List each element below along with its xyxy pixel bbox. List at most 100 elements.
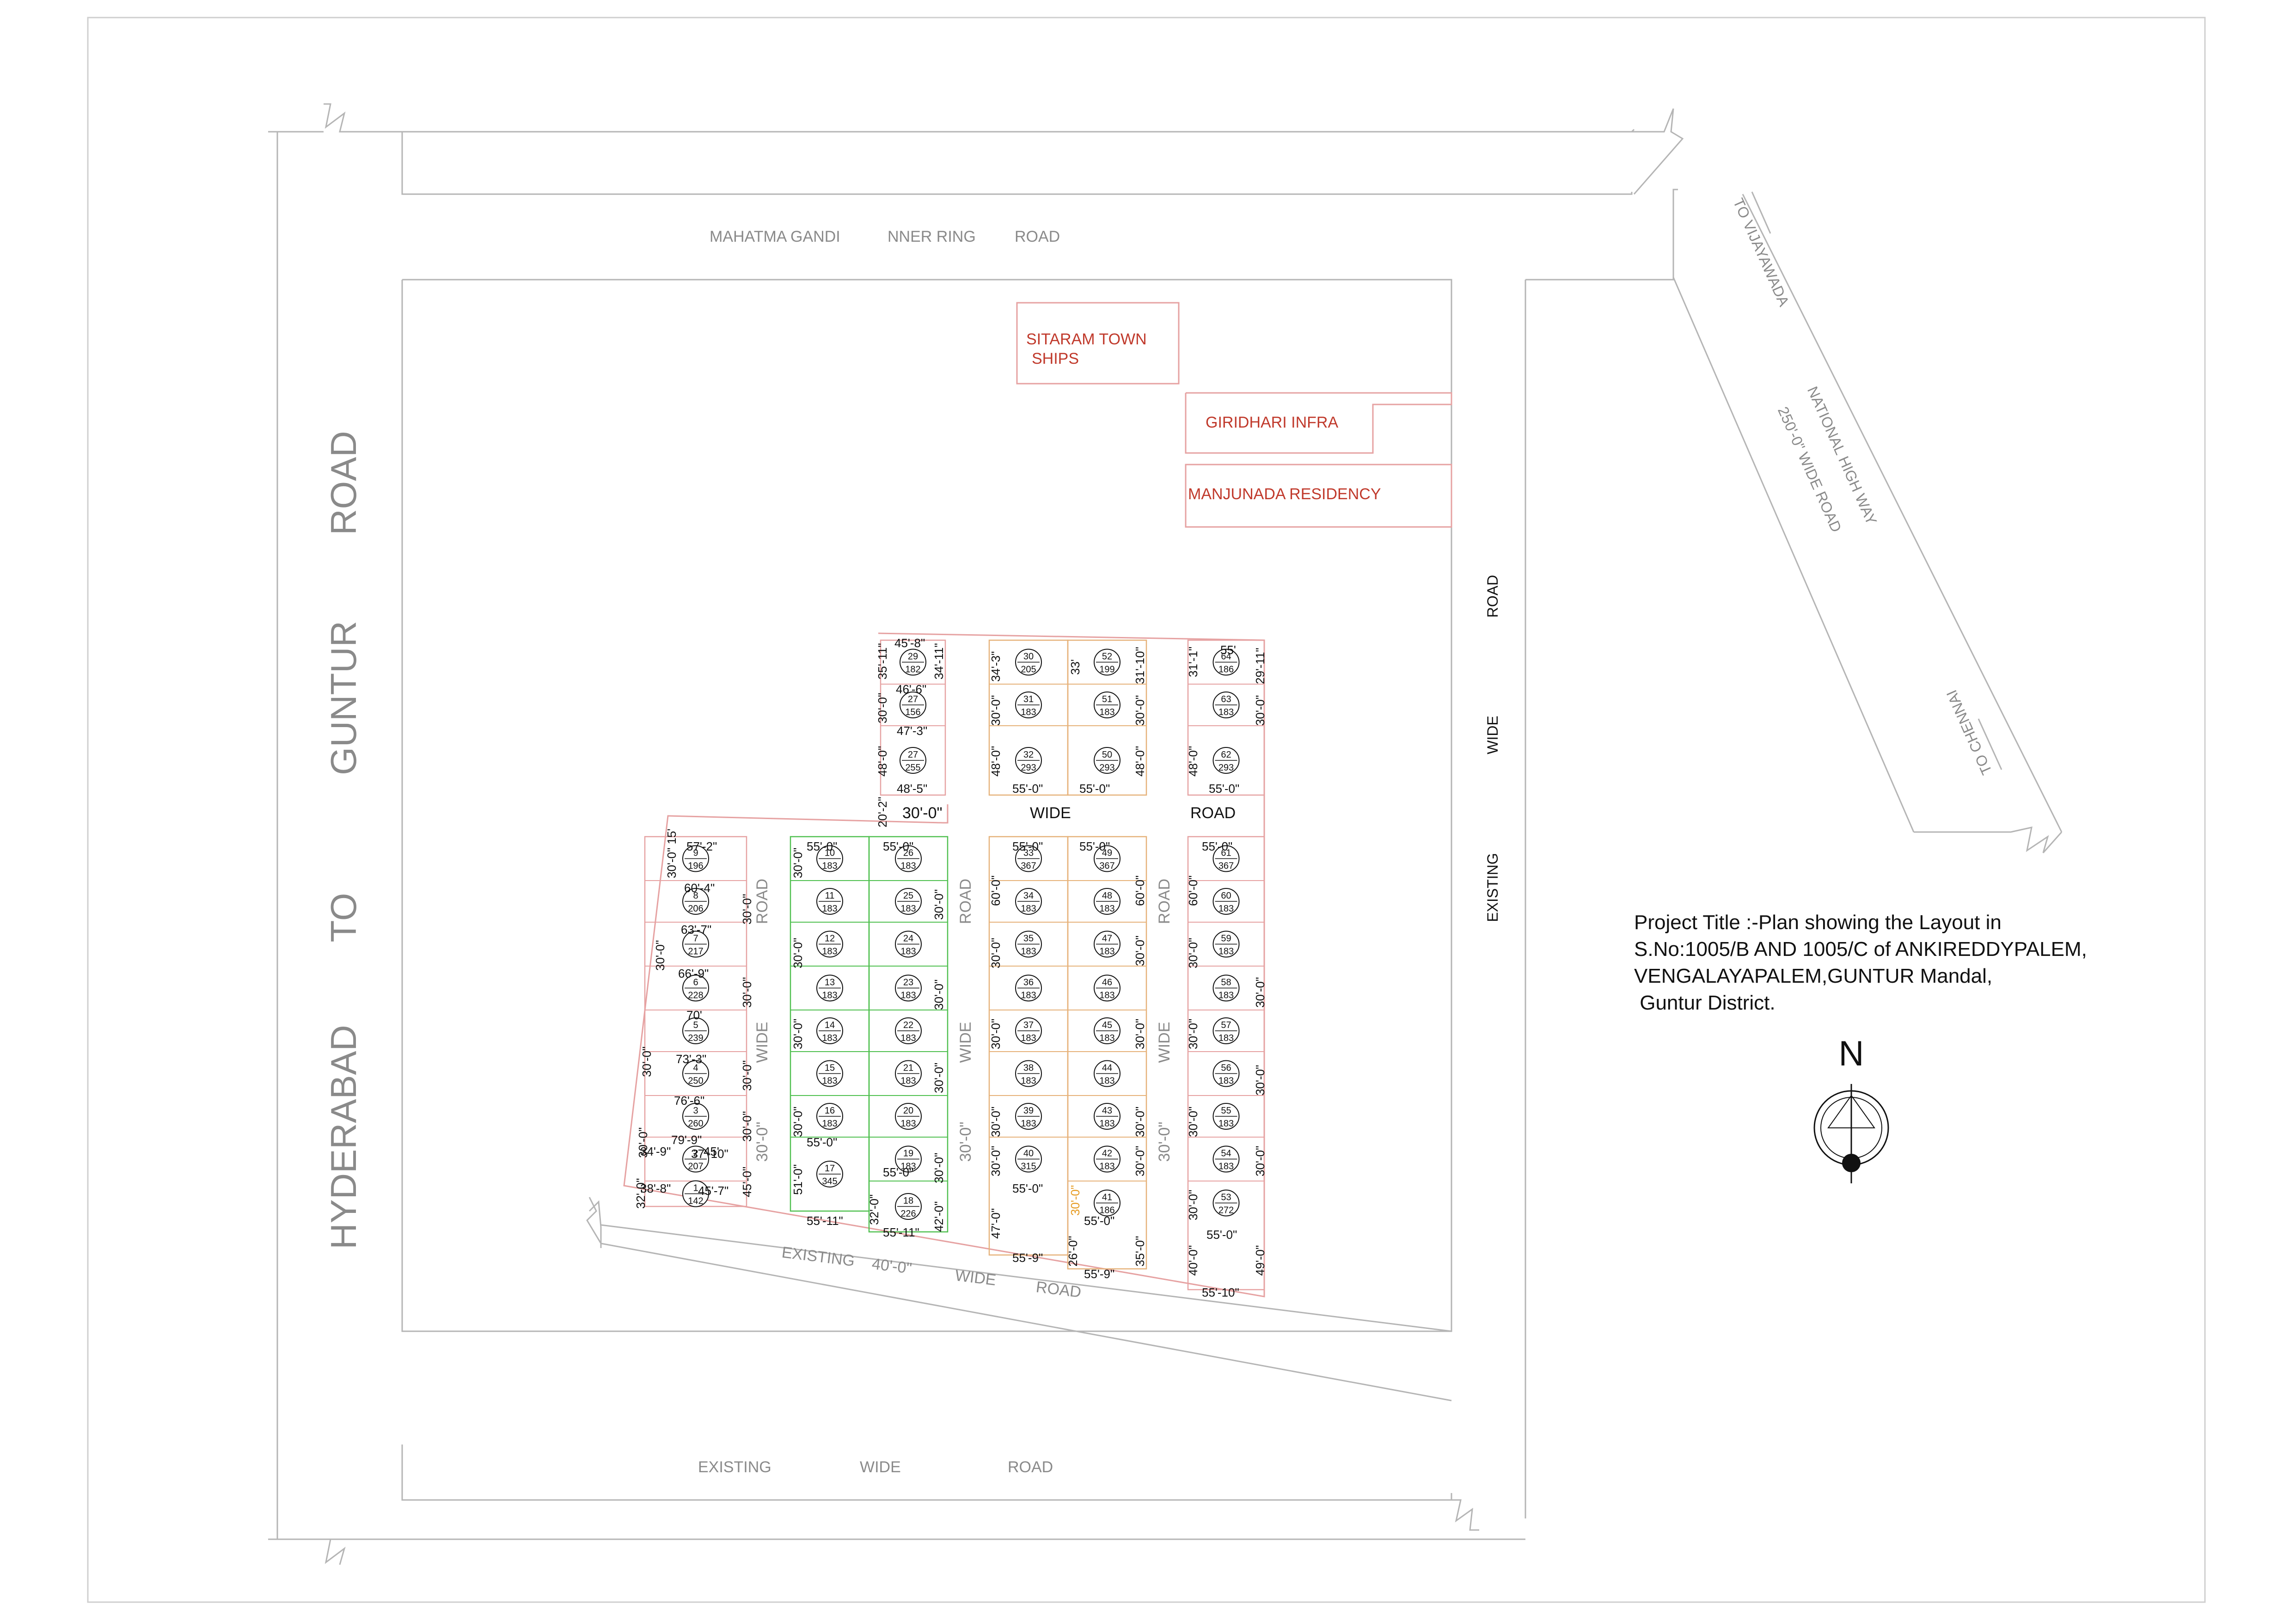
dimension-label: 30'-0"	[1186, 1019, 1200, 1049]
plot-area: 183	[1021, 991, 1036, 1001]
dimension-label: 73'-3"	[676, 1052, 706, 1066]
plot-blocks: 2918227156272553020531183322935219951183…	[644, 639, 1265, 1291]
plot-number: 20	[903, 1106, 913, 1116]
plot-area: 217	[688, 947, 703, 957]
plot-area: 183	[822, 991, 837, 1001]
dimension-label: 31'-1"	[1186, 647, 1200, 677]
road-label-diag-2: 40'-0"	[871, 1255, 913, 1277]
dimension-label: 32'-0"	[634, 1178, 648, 1209]
plot-area: 345	[822, 1176, 837, 1187]
plot-number: 2	[693, 1149, 698, 1159]
plot-area: 182	[905, 665, 920, 675]
v3-label-2: WIDE	[1156, 1022, 1173, 1063]
plot-number: 8	[693, 891, 698, 901]
plot-area: 183	[822, 1119, 837, 1129]
plot-number: 50	[1102, 750, 1112, 760]
dimension-label: 48'-0"	[989, 746, 1003, 777]
road-label-south-3: ROAD	[1008, 1458, 1053, 1476]
plot-number: 11	[825, 891, 835, 901]
plot-area: 293	[1099, 763, 1114, 773]
dimension-label: 30'-0"	[989, 1146, 1003, 1176]
v1-label-3: 30'-0"	[753, 1122, 771, 1162]
plot-number: 34	[1023, 891, 1034, 901]
plot-number: 60	[1221, 891, 1231, 901]
dimension-labels: 57'-2"60'-4"63'-7"66'-9"70'73'-3"76'-6"7…	[634, 636, 1267, 1299]
dimension-label: 34'-3"	[989, 651, 1003, 682]
dimension-label: 55'-0"	[1202, 839, 1232, 853]
plot-area: 183	[900, 904, 916, 914]
dimension-label: 66'-9"	[678, 967, 709, 980]
south-road-label: EXISTING WIDE ROAD	[698, 1458, 1053, 1476]
dimension-label: 55'-9"	[1012, 1251, 1043, 1265]
plot-area: 199	[1099, 665, 1114, 675]
road-label-north-2: NNER RING	[888, 228, 976, 245]
plot-area: 156	[905, 707, 920, 717]
plot-number: 59	[1221, 934, 1231, 944]
plot-area: 272	[1218, 1206, 1234, 1216]
plot-number: 48	[1102, 891, 1112, 901]
plot-area: 186	[1218, 665, 1234, 675]
plot-number: 31	[1023, 694, 1034, 704]
dimension-label: 51'-0"	[791, 1164, 805, 1195]
block-c-right-outline	[1067, 836, 1147, 1270]
plot-number: 21	[903, 1063, 913, 1073]
plot-number: 5	[693, 1020, 698, 1030]
dimension-label: 55'-0"	[883, 1165, 913, 1179]
dimension-label: 60'-0"	[1186, 875, 1200, 906]
dimension-label: 55'-0"	[1209, 782, 1239, 796]
plot-number: 1	[693, 1183, 698, 1194]
plot-number: 4	[693, 1063, 698, 1073]
plot-area: 183	[822, 947, 837, 957]
plot-area: 183	[1099, 904, 1114, 914]
plot-area: 183	[1021, 904, 1036, 914]
sitaram-boundary	[1016, 302, 1180, 385]
road-label-west-2: TO	[323, 893, 364, 943]
neighbor-giridhari: GIRIDHARI INFRA	[1206, 414, 1338, 431]
plot-area: 183	[900, 947, 916, 957]
dimension-label: 30'-0"	[640, 1047, 654, 1077]
dimension-label: 55'-0"	[1012, 839, 1043, 853]
plot-number: 6	[693, 978, 698, 988]
dimension-label: 55'-11"	[883, 1225, 919, 1239]
plot-number: 58	[1221, 978, 1231, 988]
plot-number: 15	[825, 1063, 835, 1073]
highway-name: NATIONAL HIGH WAY	[1804, 384, 1880, 527]
plot-area: 183	[1021, 947, 1036, 957]
plot-area: 183	[822, 904, 837, 914]
internal-h-3: ROAD	[1190, 804, 1236, 822]
dimension-label: 55'-11"	[807, 1214, 843, 1228]
dimension-label: 30'-0"	[791, 1107, 805, 1137]
plot-area: 183	[900, 1162, 916, 1172]
project-line-2: S.No:1005/B AND 1005/C of ANKIREDDYPALEM…	[1634, 938, 2087, 961]
dimension-label: 45'-7"	[698, 1184, 729, 1198]
block-b-right-outline	[868, 836, 949, 1233]
plot-number: 35	[1023, 934, 1034, 944]
plot-area: 183	[1218, 707, 1234, 717]
dimension-label: 55'-0"	[1206, 1228, 1237, 1242]
dimension-label: 30'-0"	[791, 1019, 805, 1049]
plot-area: 183	[1099, 707, 1114, 717]
dimension-label: 35'-11"	[876, 643, 889, 679]
dimension-label: 26'-0"	[1066, 1236, 1080, 1267]
plot-area: 239	[688, 1033, 703, 1043]
plot-number: 27	[908, 750, 918, 760]
